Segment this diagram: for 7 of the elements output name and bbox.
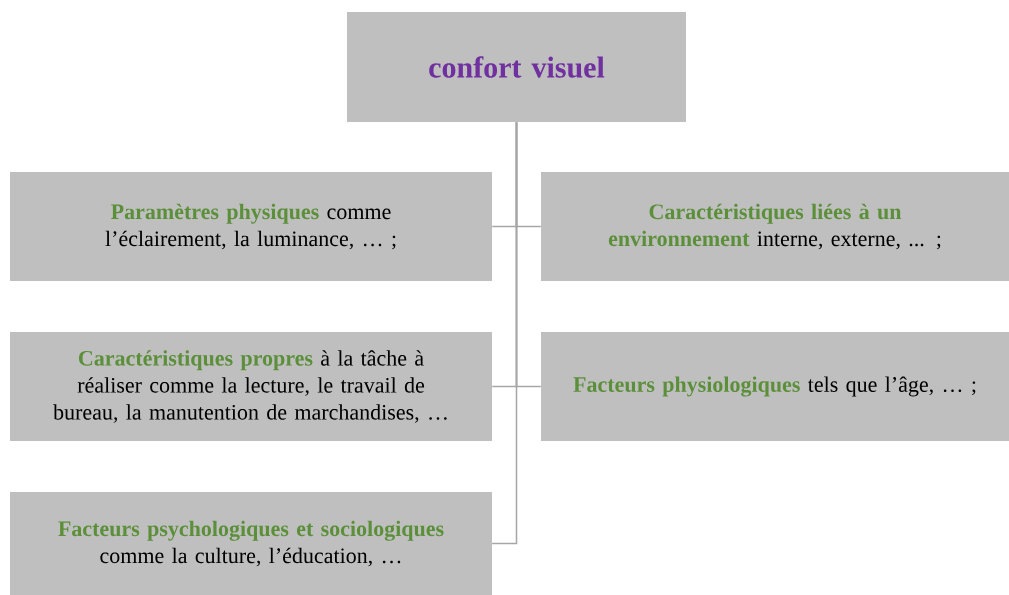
title-box: confort visuel [347,12,686,122]
category-box: Facteurs physiologiques tels que l’âge, … ; [541,332,1009,441]
category-box: Caractéristiques propres à la tâche à réaliser comme la lecture, le travail de bureau, la manutention de marchandises, … [10,332,492,441]
connector-line [491,121,518,545]
category-box: Facteurs psychologiques et sociologiques comme la culture, l’éducation, … [10,492,492,595]
category-box: Caractéristiques liées à un environnement interne, externe, ... ; [541,172,1009,281]
category-box: Paramètres physiques comme l’éclairement, la luminance, … ; [10,172,492,281]
